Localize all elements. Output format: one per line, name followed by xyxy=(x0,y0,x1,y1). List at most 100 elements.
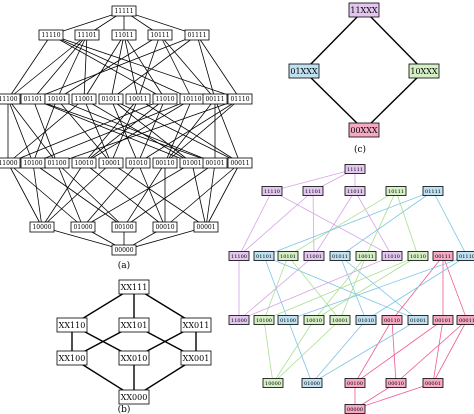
panel-d-edge xyxy=(287,190,397,257)
panel-a-node-11001-label: 11001 xyxy=(74,96,93,103)
panel-d-node-10011-box xyxy=(355,251,377,261)
panel-a-edge xyxy=(32,98,58,164)
panel-d-node-11001-label: 11001 xyxy=(306,254,322,260)
panel-d-node-01000-box xyxy=(301,378,323,388)
panel-a-edge xyxy=(7,98,166,164)
panel-a-node-10011-label: 10011 xyxy=(128,96,147,103)
panel-b-node-XX010-label: XX010 xyxy=(121,354,148,363)
panel-a-node-01111-label: 01111 xyxy=(187,32,206,39)
panel-b-node-XX010: XX010 xyxy=(118,350,150,366)
panel-a-node-11000-box xyxy=(0,157,21,169)
panel-d-node-00100: 00100 xyxy=(344,378,366,388)
panel-d-node-11111-box xyxy=(344,164,366,174)
panel-d-edge xyxy=(272,319,315,384)
panel-b-node-XX000-label: XX000 xyxy=(121,393,148,402)
panel-a-edges xyxy=(7,10,241,251)
panel-d-node-11001-box xyxy=(303,251,325,261)
panel-a-node-00000-label: 00000 xyxy=(114,247,133,254)
panel-a-node-11010-box xyxy=(152,93,178,105)
panel-a-node-11110: 11110 xyxy=(38,29,64,41)
panel-a-edge xyxy=(56,98,241,164)
panel-a-node-00110-label: 00110 xyxy=(155,160,174,167)
panel-d-edge xyxy=(287,255,468,321)
panel-b-node-XX111-box xyxy=(118,279,150,295)
panel-a-node-11100-box xyxy=(0,93,21,105)
panel-b-node-XX100-label: XX100 xyxy=(59,354,86,363)
panel-d-node-11011-box xyxy=(344,186,366,196)
panel-d-node-00011: 00011 xyxy=(456,315,474,325)
panel-c-node-00XXX-box xyxy=(348,122,380,138)
panel-d-edge xyxy=(313,255,419,321)
panel-a-node-10111: 10111 xyxy=(147,29,173,41)
panel-a-edge xyxy=(82,162,139,228)
panel-d-edge xyxy=(263,190,434,257)
panel-a-edge xyxy=(137,98,241,164)
panel-a-node-00111-box xyxy=(202,93,228,105)
panel-d-node-00001-box xyxy=(422,378,444,388)
panel-d-edge xyxy=(271,168,356,192)
panel-d-edges xyxy=(238,168,468,410)
panel-a-edge xyxy=(83,98,193,164)
panel-d-edge xyxy=(339,190,434,257)
panel-c-node-01XXX-box xyxy=(288,63,320,79)
panel-d-node-01110-label: 01110 xyxy=(459,254,474,260)
panel-a-node-00101-box xyxy=(202,157,228,169)
panel-d-node-11110: 11110 xyxy=(261,186,283,196)
panel-a-node-00000-box xyxy=(111,244,137,256)
panel-a-edge xyxy=(205,162,216,228)
panel-d-edge xyxy=(287,319,313,384)
panel-a-node-10010-box xyxy=(71,157,97,169)
panel-d-node-00011-label: 00011 xyxy=(459,318,474,324)
panel-a-node-01101: 01101 xyxy=(20,93,46,105)
panel-b-node-XX100-box xyxy=(56,350,88,366)
panel-a-node-10011: 10011 xyxy=(125,93,151,105)
panel-b-caption: (b) xyxy=(118,404,131,414)
panel-a-edge xyxy=(41,162,112,228)
panel-a-edge xyxy=(196,34,216,100)
panel-d-edge xyxy=(339,255,419,321)
panel-b-node-XX011-box xyxy=(180,317,212,333)
panel-d-node-01010: 01010 xyxy=(355,315,377,325)
panel-b-node-XX011: XX011 xyxy=(180,317,212,333)
panel-d-node-11110-box xyxy=(261,186,283,196)
panel-a-edge xyxy=(32,98,193,164)
panel-d-node-00111-box xyxy=(432,251,454,261)
panel-d-node-01110: 01110 xyxy=(456,251,474,261)
panel-d-node-11010-label: 11010 xyxy=(384,254,400,260)
panel-c-node-11XXX-label: 11XXX xyxy=(350,6,378,15)
panel-a-edge xyxy=(56,98,216,164)
panel-a-edge xyxy=(83,98,139,164)
panel-a-node-00100-box xyxy=(111,221,137,233)
panel-c-node-01XXX: 01XXX xyxy=(288,63,320,79)
panel-a-node-01101-label: 01101 xyxy=(23,96,42,103)
panel-d-node-01110-box xyxy=(456,251,474,261)
panel-a-node-00110: 00110 xyxy=(152,157,178,169)
panel-a-edge xyxy=(7,162,84,228)
panel-d-edge xyxy=(432,190,468,257)
panel-d-node-11011-label: 11011 xyxy=(347,189,363,195)
panel-a-edge xyxy=(7,34,88,100)
panel-c-edge xyxy=(363,9,425,72)
panel-d-node-00101-label: 00101 xyxy=(435,318,451,324)
panel-d-node-01011: 01011 xyxy=(329,251,351,261)
panel-a-edge xyxy=(82,162,193,228)
panel-a-node-00001: 00001 xyxy=(193,221,219,233)
panel-d-node-10110-label: 10110 xyxy=(410,254,426,260)
panel-a-node-11111-box xyxy=(111,5,137,17)
panel-d-node-10111-box xyxy=(385,186,407,196)
panel-b-node-XX111: XX111 xyxy=(118,279,150,295)
panel-a-node-10111-box xyxy=(147,29,173,41)
panel-b-node-XX000-box xyxy=(118,389,150,405)
panel-a-edge xyxy=(83,162,166,228)
panel-a-node-11101: 11101 xyxy=(74,29,100,41)
panel-a-node-01011-box xyxy=(98,93,124,105)
panel-d-node-00010-label: 00010 xyxy=(388,381,404,387)
panel-a-node-10011-box xyxy=(125,93,151,105)
panel-c-node-00XXX: 00XXX xyxy=(348,122,380,138)
panel-d-node-10101-label: 10101 xyxy=(280,254,296,260)
panel-d-node-11000-box xyxy=(228,315,250,325)
panel-d-node-10010-box xyxy=(303,315,325,325)
